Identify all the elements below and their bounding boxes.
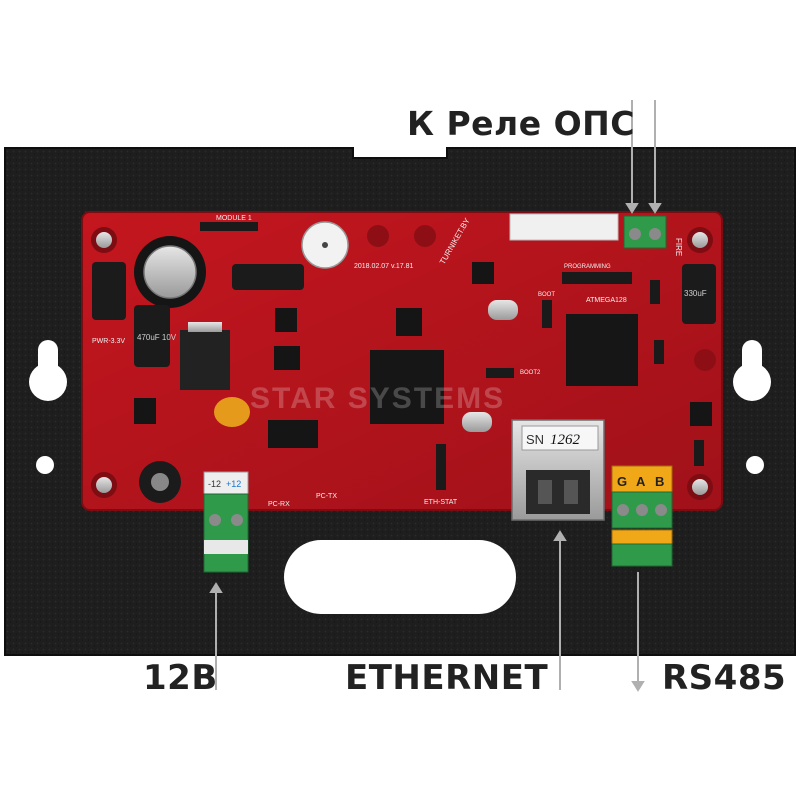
- capacitor-bottom-top: [151, 473, 169, 491]
- crystal-1: [488, 300, 518, 320]
- main-processor: [370, 350, 444, 424]
- power-terminal-label-pos: +12: [226, 479, 241, 489]
- eth-stat-header: [436, 444, 446, 490]
- coin-battery: [143, 245, 197, 299]
- chip-u4: [134, 398, 156, 424]
- chip-u6: [472, 262, 494, 284]
- serial-prefix: SN: [526, 432, 544, 447]
- ceramic-capacitor: [214, 397, 250, 427]
- chip-u3: [396, 308, 422, 336]
- watermark: STAR SYSTEMS: [250, 382, 505, 415]
- module-label: MODULE 1: [216, 215, 252, 222]
- voltage-regulator: [180, 330, 230, 390]
- buzzer-hole: [322, 242, 328, 248]
- white-connector: [509, 213, 619, 241]
- capacitor-label: 470uF 10V: [137, 333, 177, 342]
- chip-u2: [274, 346, 300, 370]
- crystal-2: [462, 412, 492, 432]
- pc-rx-label: PC-RX: [268, 501, 290, 508]
- boot-jumper: [542, 300, 552, 328]
- boot2-jumper: [486, 368, 514, 378]
- keyhole-slot-left: [29, 340, 67, 401]
- serial-sticker: [521, 425, 599, 451]
- relay-terminal: [623, 215, 667, 249]
- version-label: 2018.02.07 v.17.81: [354, 263, 414, 270]
- mcu-label: ATMEGA128: [586, 297, 627, 304]
- capacitor-left-top: [92, 262, 126, 320]
- plate-hole-right: [746, 456, 764, 474]
- capacitor-left-mid: [134, 305, 170, 367]
- mcu-processor: [566, 314, 638, 386]
- programming-label: PROGRAMMING: [564, 264, 611, 270]
- programming-header: [562, 272, 632, 284]
- power-terminal-label-neg: -12: [208, 479, 221, 489]
- ethernet-callout: ETHERNET: [345, 658, 549, 698]
- rs485-label-b: B: [655, 474, 664, 489]
- jumper-right: [654, 340, 664, 364]
- relay-callout: К Реле ОПС: [407, 104, 635, 143]
- capacitor-right: [682, 264, 716, 324]
- chip-u7: [690, 402, 712, 426]
- plate-hole-left: [36, 456, 54, 474]
- rs485-callout: RS485: [662, 658, 787, 698]
- jumper-rs485: [694, 440, 704, 466]
- rs485-label-a: A: [636, 474, 646, 489]
- plate-cutout: [284, 540, 516, 614]
- power-terminal: [203, 471, 249, 573]
- capacitor-horizontal: [232, 264, 304, 290]
- capacitor-right-label: 330uF: [684, 289, 707, 298]
- boot-label: BOOT: [538, 292, 555, 298]
- chip-u5: [268, 420, 318, 448]
- pc-tx-label: PC-TX: [316, 493, 337, 500]
- module-header: [200, 222, 258, 231]
- eth-stat-label: ETH-STAT: [424, 499, 458, 506]
- power-callout: 12В: [143, 658, 218, 698]
- fire-label: FIRE: [674, 238, 683, 256]
- keyhole-slot-right: [733, 340, 771, 401]
- board-screws: [91, 225, 716, 500]
- serial-number: 1262: [550, 432, 581, 448]
- chip-u1: [275, 308, 297, 332]
- rs485-terminal: [611, 465, 673, 567]
- regulator-tab: [188, 322, 222, 332]
- boot2-label: BOOT2: [520, 370, 541, 376]
- rs485-label-g: G: [617, 474, 627, 489]
- pwr-label: PWR-3.3V: [92, 338, 125, 345]
- jumper-top-right: [650, 280, 660, 304]
- pointer-lines: [209, 100, 662, 692]
